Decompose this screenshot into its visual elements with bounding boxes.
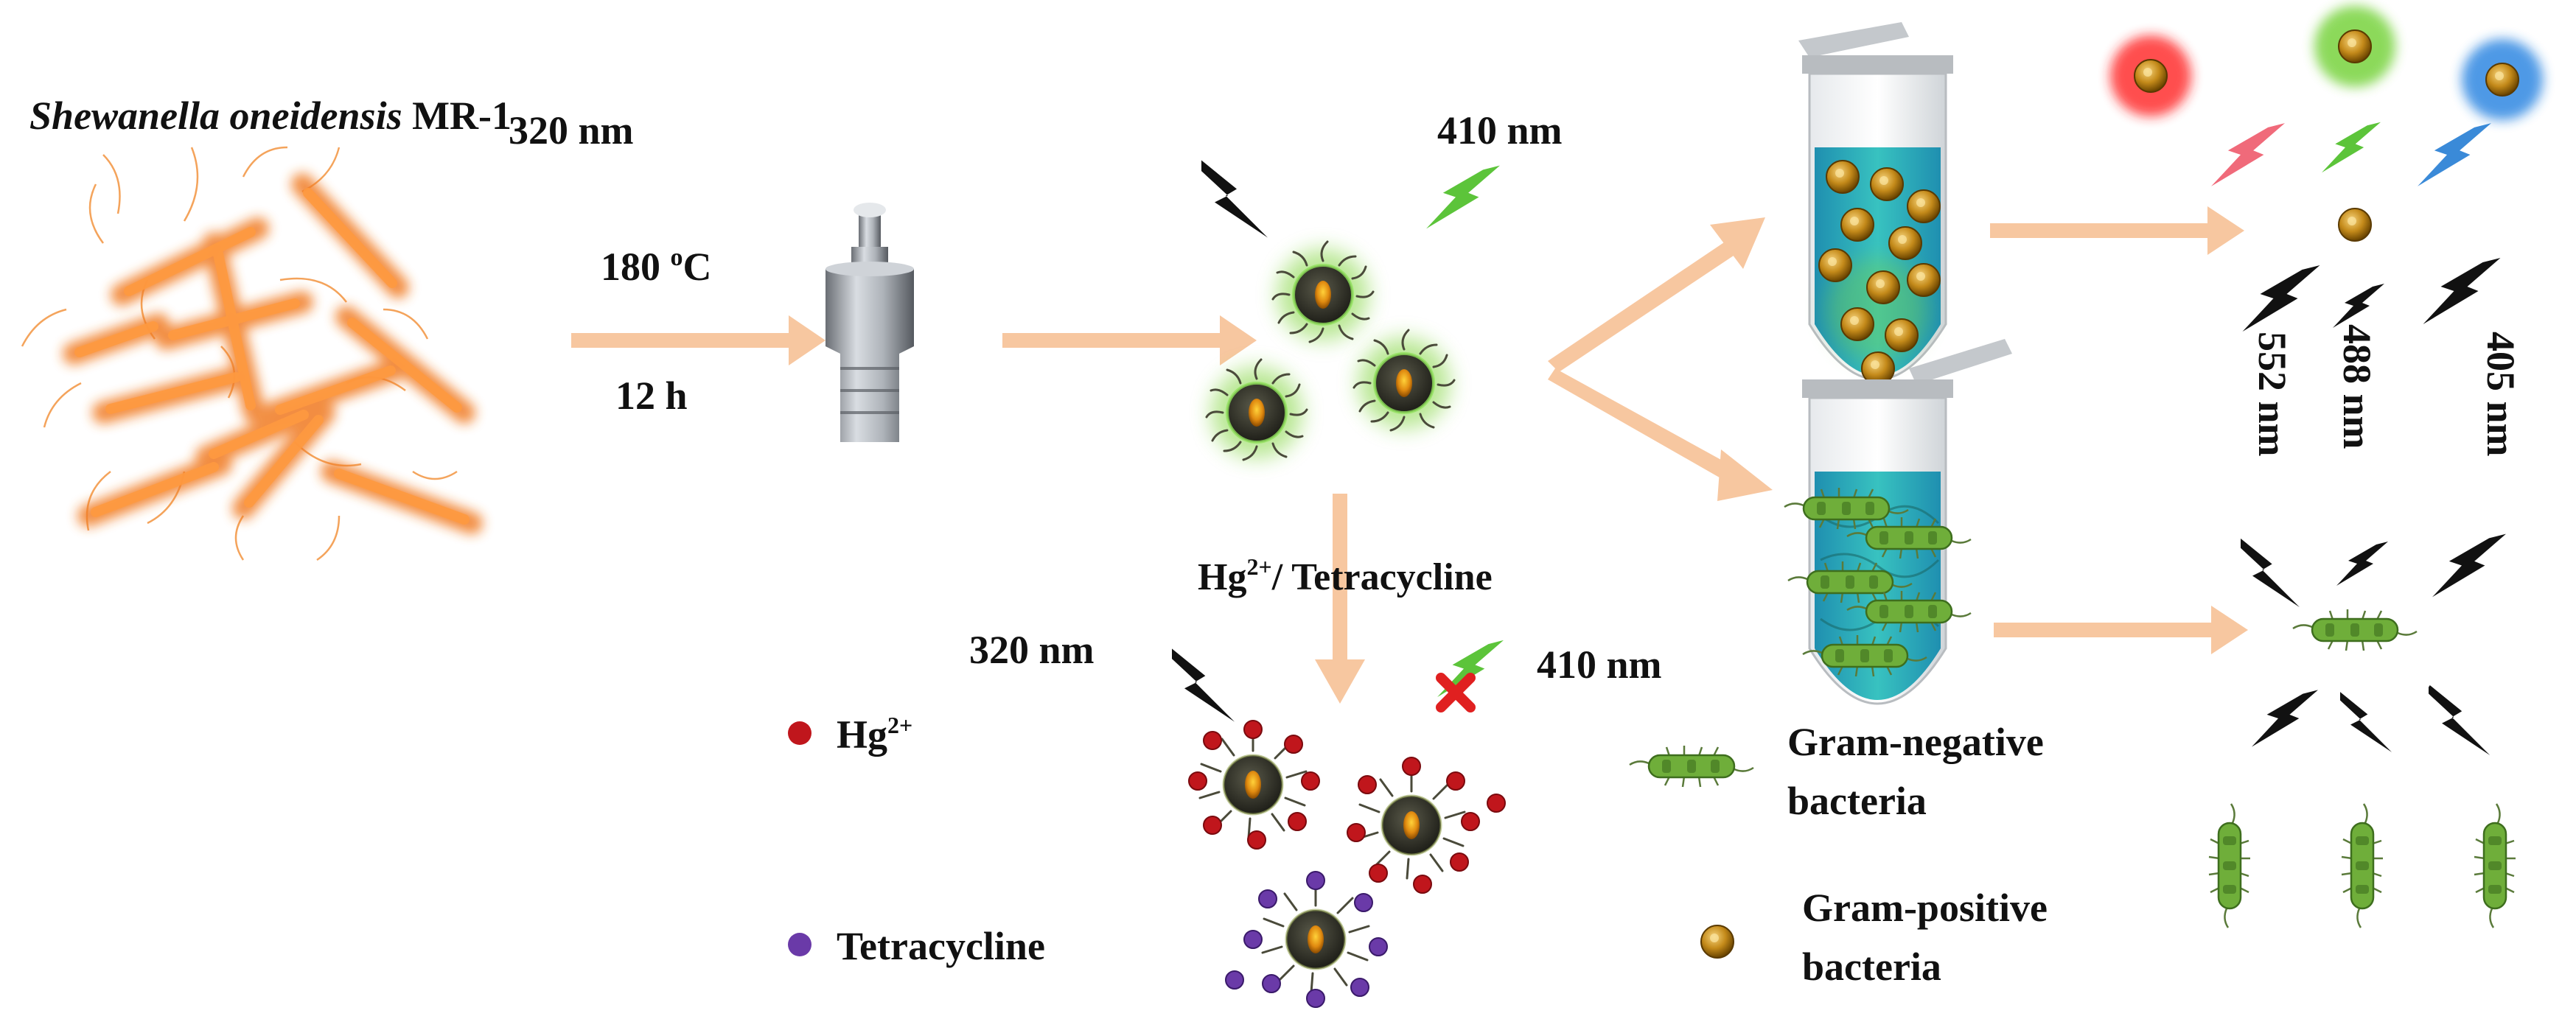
arrow-to-gram-negative: [1994, 606, 2248, 654]
green-bolt-icon: [2322, 122, 2381, 173]
excitation-410-bottom-label: 410 nm: [1537, 642, 1662, 687]
excitation-320-bottom-label: 320 nm: [969, 628, 1095, 672]
red-emission-sphere: [2110, 35, 2191, 116]
test-tube-gram-positive: [1798, 22, 1953, 385]
legend-tetracycline-dot: [788, 933, 811, 956]
gram-negative-cells-right: [2207, 608, 2517, 929]
wavelength-552-label: 552 nm: [2250, 332, 2294, 457]
excitation-320-top-label: 320 nm: [509, 108, 634, 153]
arrow-to-tube-top: [1548, 217, 1765, 372]
uv-320-bolt-icon: [1201, 160, 1268, 238]
excitation-spheres: [2110, 6, 2543, 242]
excitation-bolts-upper: [2242, 258, 2501, 332]
uv-320-bottom-bolt-icon: [1172, 648, 1235, 722]
arrow-to-nanodots: [1002, 315, 1257, 365]
legend-gram-negative-icon: [1628, 744, 1755, 788]
light-410-bolt-icon: [1426, 165, 1500, 229]
fluorescent-nanodots-cluster: [1207, 242, 1454, 460]
arrow-to-autoclave: [571, 315, 825, 365]
shewanella-bacteria-cluster: [21, 146, 483, 561]
wavelength-405-label: 405 nm: [2479, 332, 2523, 457]
quenched-nanodots: [1188, 720, 1506, 1008]
arrow-to-tube-bottom: [1548, 368, 1773, 501]
tetracycline-molecules: [1225, 871, 1388, 1008]
legend-gram-negative-label-line2: bacteria: [1787, 779, 1927, 823]
legend-gram-negative-label-line1: Gram-negative: [1787, 720, 2044, 764]
quenched-410-bolt-icon: [1436, 640, 1504, 712]
excitation-bolts-lower: [2241, 533, 2506, 755]
central-gram-positive: [2338, 208, 2372, 242]
arrow-to-quenched: [1315, 494, 1365, 704]
legend-hg-label: Hg2+: [837, 712, 912, 757]
quencher-label: Hg2+/ Tetracycline: [1198, 553, 1493, 598]
legend-hg-dot: [788, 721, 811, 745]
legend-gram-positive-label-line2: bacteria: [1802, 945, 1941, 989]
wavelength-488-label: 488 nm: [2335, 324, 2379, 449]
excitation-410-top-label: 410 nm: [1437, 108, 1563, 153]
legend-tetracycline-label: Tetracycline: [837, 924, 1045, 968]
green-emission-sphere: [2314, 6, 2395, 87]
arrow-to-gram-positive: [1990, 206, 2244, 255]
legend-gram-positive-icon: [1700, 925, 1734, 959]
duration-label: 12 h: [615, 374, 688, 418]
legend-gram-positive-label-line1: Gram-positive: [1802, 886, 2048, 930]
blue-emission-sphere: [2462, 39, 2543, 120]
hg-ions: [1188, 720, 1506, 894]
process-arrows: [571, 206, 2248, 704]
blue-bolt-icon: [2418, 123, 2491, 186]
red-bolt-icon: [2211, 123, 2285, 186]
source-organism-label: Shewanella oneidensis MR-1: [29, 94, 512, 138]
test-tube-gram-negative: [1783, 339, 2012, 705]
autoclave-reactor: [825, 203, 914, 442]
temperature-label: 180 oC: [601, 244, 712, 289]
